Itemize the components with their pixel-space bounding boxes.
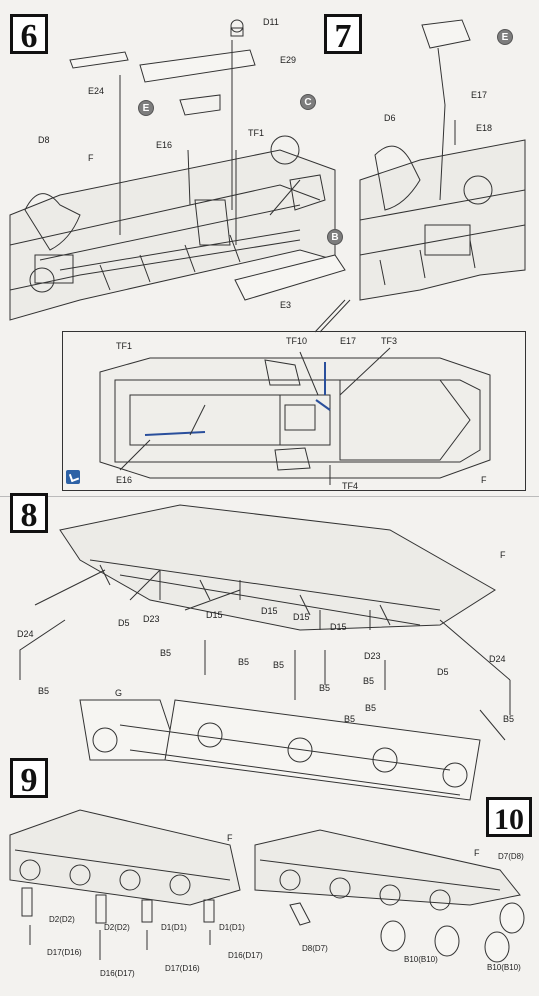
label-f-inset: F (481, 475, 487, 485)
label-b5-6: B5 (363, 676, 375, 686)
label-e18: E18 (476, 123, 493, 133)
step6-hull-drawing (9, 19, 346, 321)
label-d23-right: D23 (364, 651, 381, 661)
label-d24-left: D24 (17, 629, 34, 639)
label-b5-4: B5 (38, 686, 50, 696)
label-tf3: TF3 (381, 336, 398, 346)
divider-top (0, 496, 539, 497)
label-f-step6: F (88, 153, 94, 163)
label-b5-9: B5 (503, 714, 515, 724)
step-number-6: 6 (10, 14, 48, 55)
label-d16-a: D16(D17) (100, 969, 135, 978)
step-number-9: 9 (10, 758, 48, 799)
callout-b-step6: B (327, 229, 343, 245)
step-number-8: 8 (10, 493, 48, 534)
label-d5-right: D5 (437, 667, 449, 677)
step10-hull-drawing (254, 829, 525, 963)
label-e24: E24 (88, 86, 105, 96)
label-e29: E29 (280, 55, 297, 65)
label-tf1-step6: TF1 (248, 128, 265, 138)
label-d2-b: D2(D2) (104, 923, 130, 932)
label-b5-3: B5 (273, 660, 285, 670)
step-number-10: 10 (486, 797, 532, 837)
label-e16-step6: E16 (156, 140, 173, 150)
step-number-7: 7 (324, 14, 362, 55)
label-b5-5: B5 (319, 683, 331, 693)
label-d17-a: D17(D16) (47, 948, 82, 957)
label-d17-b: D17(D16) (165, 964, 200, 973)
label-b5-1: B5 (160, 648, 172, 658)
callout-c-step6: C (300, 94, 316, 110)
label-d1-a: D1(D1) (161, 923, 187, 932)
callout-e-step7: E (497, 29, 513, 45)
label-g: G (115, 688, 123, 698)
step8-hull-drawing (59, 504, 496, 801)
label-d8: D8(D7) (302, 944, 328, 953)
label-e3: E3 (280, 300, 292, 310)
label-d1-b: D1(D1) (219, 923, 245, 932)
label-tf4: TF4 (342, 481, 359, 491)
step7-hull-drawing (359, 19, 526, 301)
label-d16-b: D16(D17) (228, 951, 263, 960)
label-tf10: TF10 (286, 336, 308, 346)
label-d15-1: D15 (206, 610, 223, 620)
label-b5-2: B5 (238, 657, 250, 667)
label-d7: D7(D8) (498, 852, 524, 861)
label-b10-a: B10(B10) (404, 955, 438, 964)
inset-detail-panel (62, 331, 526, 491)
inset-plan-drawing (99, 357, 491, 479)
step9-hull-drawing (9, 809, 241, 960)
label-e16-inset: E16 (116, 475, 133, 485)
label-d15-4: D15 (330, 622, 347, 632)
label-d6: D6 (384, 113, 396, 123)
label-d2-a: D2(D2) (49, 915, 75, 924)
label-d15-3: D15 (293, 612, 310, 622)
label-tf1-inset: TF1 (116, 341, 133, 351)
label-e17-step7: E17 (471, 90, 488, 100)
label-b10-b: B10(B10) (487, 963, 521, 972)
label-f-step9: F (227, 833, 233, 843)
label-b5-8: B5 (344, 714, 356, 724)
label-d23-left: D23 (143, 614, 160, 624)
label-d5-left: D5 (118, 618, 130, 628)
label-f-step8: F (500, 550, 506, 560)
label-d24-right: D24 (489, 654, 506, 664)
label-b5-7: B5 (365, 703, 377, 713)
label-f-step10: F (474, 848, 480, 858)
label-d8: D8 (38, 135, 50, 145)
label-e17-inset: E17 (340, 336, 357, 346)
label-d11: D11 (263, 17, 279, 27)
photo-etch-icon (66, 470, 80, 484)
callout-e-step6: E (138, 100, 154, 116)
label-d15-2: D15 (261, 606, 278, 616)
